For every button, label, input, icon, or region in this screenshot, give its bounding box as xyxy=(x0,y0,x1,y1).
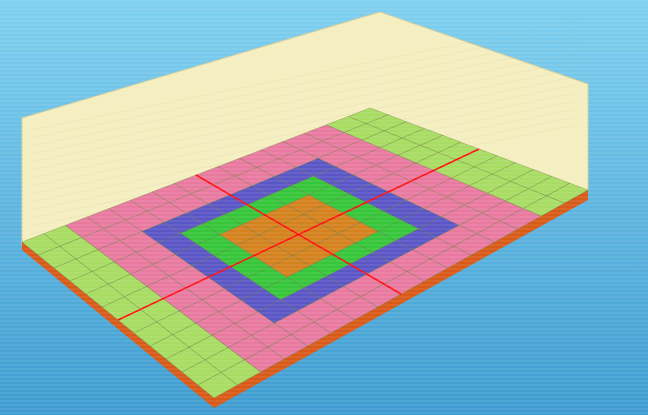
tile-floor-illustration xyxy=(0,0,648,415)
scanline-overlay xyxy=(0,0,648,415)
